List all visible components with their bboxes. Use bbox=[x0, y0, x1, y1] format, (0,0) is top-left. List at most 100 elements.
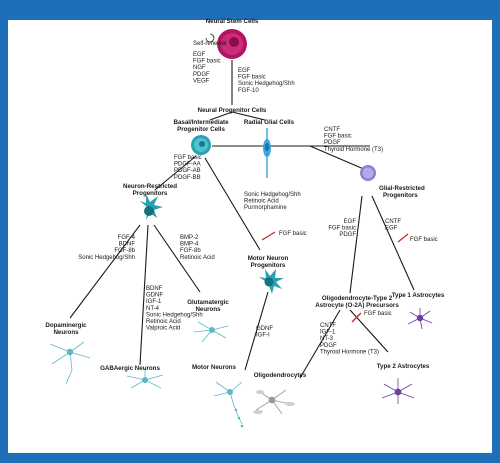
edge-progenitor-to-radial bbox=[231, 111, 266, 121]
label-type1-astro: Type 1 Astrocytes bbox=[392, 292, 445, 299]
factor-item: NGF bbox=[193, 65, 206, 71]
factor-item: BDNF bbox=[119, 242, 136, 248]
label-glial-restricted-2: Progenitors bbox=[383, 192, 418, 199]
label-self-renewal: Self-renewal bbox=[193, 41, 226, 47]
factor-item: PDGF bbox=[324, 140, 341, 146]
motor-progenitor-cell-icon bbox=[259, 269, 284, 294]
factor-item: CNTF bbox=[320, 323, 336, 329]
label-neural-progenitor: Neural Progenitor Cells bbox=[198, 107, 267, 114]
inhibit-mark-motor bbox=[261, 231, 276, 241]
factor-item: Valproic Acid bbox=[146, 326, 180, 332]
label-neuron-restricted-1: Neuron-Restricted bbox=[123, 183, 177, 190]
factor-item: FGF-10 bbox=[238, 88, 259, 94]
factor-item: CNTF bbox=[385, 219, 401, 225]
label-motor-neurons: Motor Neurons bbox=[192, 364, 237, 371]
label-dopaminergic-2: Neurons bbox=[53, 329, 79, 336]
inhibit-mark-o2a bbox=[351, 312, 362, 323]
factor-item: EGF bbox=[385, 226, 398, 232]
factor-item: IGF-1 bbox=[320, 330, 336, 336]
label-motor-progenitors-1: Motor Neuron bbox=[248, 255, 289, 262]
label-glutamatergic-1: Glutamatergic bbox=[187, 299, 229, 306]
edge-motor-prog-to-motor-neurons bbox=[244, 291, 269, 371]
type2-astrocyte-icon bbox=[381, 378, 415, 404]
label-glial-restricted-1: Glial-Restricted bbox=[379, 185, 425, 192]
edge-nr-to-gabaergic bbox=[139, 224, 149, 366]
factor-item: FGF basic bbox=[324, 134, 352, 140]
label-oligodendrocytes: Oligodendrocytes bbox=[254, 372, 307, 379]
factor-type1-inhibit: FGF basic bbox=[410, 237, 438, 243]
factor-item: PDGF bbox=[193, 72, 210, 78]
oligodendrocyte-icon bbox=[253, 389, 295, 415]
factor-item: PDGF bbox=[320, 343, 337, 349]
factor-item: Sonic Hedgehog/Shh bbox=[78, 255, 135, 261]
factor-item: PDGF-AA bbox=[174, 162, 201, 168]
factor-item: PDGF-AB bbox=[174, 168, 201, 174]
dopaminergic-neuron-icon bbox=[49, 341, 91, 385]
edge-glial-to-o2a bbox=[349, 195, 363, 294]
neuron-restricted-cell-icon bbox=[140, 194, 163, 220]
edge-glial-to-type1 bbox=[371, 195, 415, 291]
label-dopaminergic-1: Dopaminergic bbox=[45, 322, 87, 329]
factor-item: Thyroid Hormone (T3) bbox=[324, 147, 383, 153]
factor-item: CNTF bbox=[324, 127, 340, 133]
radial-glial-cell-icon bbox=[263, 128, 271, 178]
factor-item: VEGF bbox=[193, 78, 210, 84]
label-motor-progenitors-2: Progenitors bbox=[251, 262, 286, 269]
factor-item: Retinoic Acid bbox=[180, 255, 215, 261]
factor-item: IGF-1 bbox=[146, 299, 162, 305]
factor-item: Sonic Hedgehog/Shh bbox=[146, 312, 203, 318]
factor-item: Purmorphamine bbox=[244, 205, 287, 211]
glial-restricted-cell-icon bbox=[360, 165, 376, 181]
label-neural-stem: Neural Stem Cells bbox=[206, 18, 259, 25]
label-o2a-2: Astrocyte (O-2A) Precursors bbox=[315, 302, 399, 309]
edge-to-glial-restricted bbox=[309, 145, 367, 171]
factor-item: EGF bbox=[193, 52, 206, 58]
factor-item: BMP-4 bbox=[180, 242, 199, 248]
edge-nr-to-glutamatergic bbox=[153, 224, 201, 293]
factor-item: FGF basic bbox=[193, 59, 221, 65]
label-o2a-1: Oligodendrocyte-Type 2 bbox=[322, 295, 393, 302]
factor-item: IGF-I bbox=[256, 333, 270, 339]
basal-progenitor-cell-icon bbox=[191, 135, 211, 155]
factor-o2a-inhibit: FGF basic bbox=[364, 311, 392, 317]
factor-item: FGF-8b bbox=[114, 248, 135, 254]
factor-item: FGF-8b bbox=[180, 248, 201, 254]
label-basal-2: Progenitor Cells bbox=[177, 126, 225, 133]
edge-o2a-to-oligodendrocytes bbox=[299, 309, 341, 379]
factor-item: Thyroid Hormone (T3) bbox=[320, 349, 379, 355]
factor-item: BMP-2 bbox=[180, 235, 199, 241]
label-neuron-restricted-2: Progenitors bbox=[133, 190, 168, 197]
label-type2-astro: Type 2 Astrocytes bbox=[377, 363, 430, 370]
edge-progenitor-to-basal bbox=[209, 111, 233, 121]
factor-item: FGF-4 bbox=[118, 235, 136, 241]
self-renewal-arrow-icon bbox=[205, 33, 215, 43]
motor-neuron-icon bbox=[213, 381, 244, 428]
factor-item: FGF basic bbox=[238, 75, 266, 81]
factor-item: FGF basic bbox=[174, 155, 202, 161]
edge-basal-to-motor-progenitors bbox=[204, 157, 261, 251]
label-gabaergic: GABAergic Neurons bbox=[100, 365, 160, 372]
factor-item: EGF bbox=[238, 68, 251, 74]
factor-item: Retinoic Acid bbox=[244, 199, 279, 205]
factor-item: PDGF bbox=[339, 232, 356, 238]
inhibition-marks bbox=[261, 231, 409, 323]
factor-motor-inhibit: FGF basic bbox=[279, 231, 307, 237]
glutamatergic-neuron-icon bbox=[193, 321, 229, 343]
factor-item: EGF bbox=[344, 219, 357, 225]
edge-basal-to-neuron-restricted bbox=[154, 155, 197, 191]
factor-item: BDNF bbox=[146, 286, 163, 292]
header-strip bbox=[0, 0, 500, 18]
gabaergic-neuron-icon bbox=[126, 368, 164, 389]
